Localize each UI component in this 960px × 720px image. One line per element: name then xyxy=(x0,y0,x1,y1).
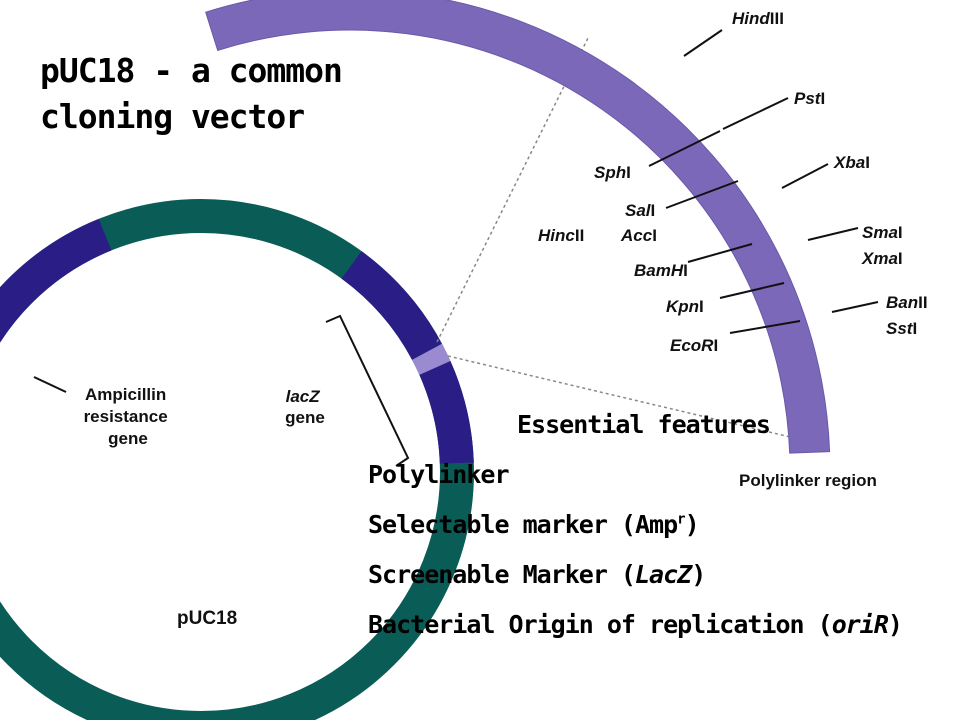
polylinker-band xyxy=(205,0,831,454)
site-lines xyxy=(648,29,879,334)
amp-label: Ampicillin resistance gene xyxy=(84,385,173,448)
title-line-1: pUC18 - a common xyxy=(40,51,343,90)
label-smai: SmaI xyxy=(862,223,903,242)
label-ssti: SstI xyxy=(886,319,917,338)
label-bamhi: BamHI xyxy=(634,261,688,280)
site-line-psti xyxy=(722,97,789,130)
lacz-label: lacZ gene xyxy=(285,387,325,427)
site-line-kpni xyxy=(719,282,785,299)
polylinker-site-on-ring xyxy=(411,343,451,375)
polylinker-region-caption: Polylinker region xyxy=(739,471,877,490)
label-acci: AccI xyxy=(620,226,657,245)
plasmid-ring xyxy=(0,199,474,720)
title-line-2: cloning vector xyxy=(40,97,305,136)
zoom-line-top xyxy=(436,37,589,343)
site-line-banii xyxy=(831,301,879,313)
label-xbai: XbaI xyxy=(833,153,870,172)
site-line-bamhi xyxy=(687,243,753,263)
site-line-sphi xyxy=(648,130,721,167)
lacz-segment-2 xyxy=(419,361,474,464)
label-banii: BanII xyxy=(886,293,928,312)
site-line-sali xyxy=(665,180,739,209)
page-title: pUC18 - a common cloning vector xyxy=(40,48,343,140)
site-line-ecori xyxy=(729,320,801,334)
label-sali: SalI xyxy=(625,201,655,220)
plasmid-name: pUC18 xyxy=(177,608,237,629)
label-hincii: HincII xyxy=(538,226,584,245)
lacz-segment xyxy=(341,251,443,361)
site-line-smai xyxy=(807,227,859,241)
label-xmai: XmaI xyxy=(861,249,903,268)
amp-segment xyxy=(0,218,112,343)
zoom-line-bottom xyxy=(447,355,804,441)
site-line-xbai xyxy=(781,163,829,189)
lacz-bracket xyxy=(325,314,410,467)
amp-pointer xyxy=(33,376,67,393)
label-ecori: EcoRI xyxy=(670,336,718,355)
site-line-hindiii xyxy=(683,29,723,57)
label-kpni: KpnI xyxy=(666,297,704,316)
label-psti: PstI xyxy=(794,89,825,108)
label-sphi: SphI xyxy=(594,163,631,182)
label-hindiii: HindIII xyxy=(732,9,784,28)
